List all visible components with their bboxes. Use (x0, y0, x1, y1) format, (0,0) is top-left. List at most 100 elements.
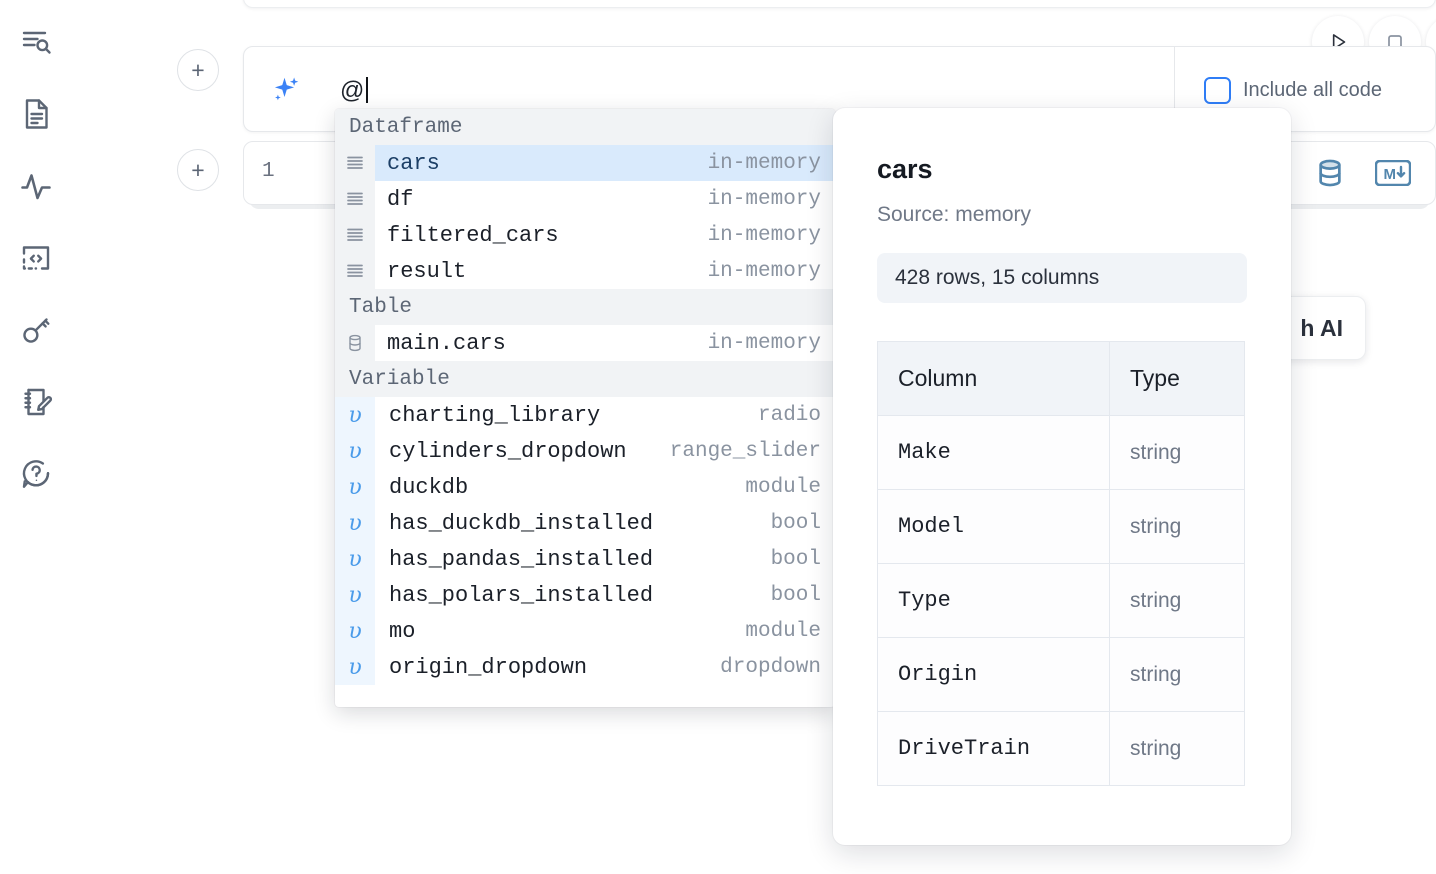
sidebar-item-scratchpad[interactable] (10, 376, 62, 428)
sidebar-item-snippets[interactable] (10, 232, 62, 284)
run-icon (1332, 34, 1346, 50)
preview-column-name: Origin (877, 637, 1110, 712)
preview-column-name: Make (877, 415, 1110, 490)
preview-stats-badge: 428 rows, 15 columns (877, 253, 1247, 303)
include-all-code-checkbox[interactable] (1204, 77, 1231, 104)
autocomplete-item-type: module (745, 619, 821, 643)
autocomplete-item[interactable]: υ has_pandas_installed bool (335, 541, 835, 577)
include-all-code-toggle[interactable]: Include all code (1204, 77, 1382, 104)
variable-icon: υ (348, 402, 362, 428)
svg-text:M: M (1384, 166, 1397, 183)
autocomplete-item-type: bool (770, 547, 821, 571)
include-all-code-label: Include all code (1243, 79, 1382, 101)
autocomplete-item-type: bool (770, 583, 821, 607)
prompt-divider (1174, 47, 1175, 133)
outline-search-icon (18, 24, 54, 60)
autocomplete-item[interactable]: υ duckdb module (335, 469, 835, 505)
dataframe-icon (335, 181, 375, 217)
autocomplete-item[interactable]: cars in-memory (335, 145, 835, 181)
ai-prompt-value: @ (340, 77, 365, 104)
autocomplete-item-label: mo (389, 618, 416, 644)
dataset-preview-panel: cars Source: memory 428 rows, 15 columns… (833, 108, 1291, 845)
preview-column-name: DriveTrain (877, 711, 1110, 786)
autocomplete-item-label: charting_library (389, 402, 601, 428)
preview-source: Source: memory (877, 203, 1032, 226)
autocomplete-item[interactable]: υ has_polars_installed bool (335, 577, 835, 613)
autocomplete-item[interactable]: υ mo module (335, 613, 835, 649)
document-icon (18, 96, 54, 132)
scratchpad-edit-icon (18, 384, 54, 420)
preview-column-type: string (1109, 563, 1245, 638)
variable-icon: υ (335, 397, 375, 433)
sidebar-item-activity[interactable] (10, 160, 62, 212)
autocomplete-group-header: Table (335, 289, 835, 325)
autocomplete-dropdown[interactable]: Dataframe cars in-memory df in-memory filtere… (335, 109, 835, 707)
autocomplete-item[interactable]: υ has_duckdb_installed bool (335, 505, 835, 541)
autocomplete-item[interactable]: df in-memory (335, 181, 835, 217)
autocomplete-item-type: in-memory (707, 151, 821, 175)
autocomplete-item-type: range_slider (669, 439, 821, 463)
autocomplete-item-type: radio (757, 403, 821, 427)
autocomplete-item-label: has_duckdb_installed (389, 510, 654, 536)
autocomplete-item-label: df (387, 186, 414, 212)
autocomplete-item-label: has_pandas_installed (389, 546, 654, 572)
cell-icon-group: M (1313, 156, 1412, 195)
variable-icon: υ (348, 654, 362, 680)
database-icon[interactable] (1313, 156, 1347, 195)
markdown-icon[interactable]: M (1374, 159, 1412, 191)
variable-icon: υ (348, 582, 362, 608)
autocomplete-item-label: cars (387, 150, 440, 176)
variable-icon: υ (348, 546, 362, 572)
autocomplete-item[interactable]: υ charting_library radio (335, 397, 835, 433)
key-icon (18, 312, 54, 348)
variable-icon: υ (348, 510, 362, 536)
table-db-icon (349, 334, 361, 352)
code-brackets-icon (18, 240, 54, 276)
autocomplete-item-label: has_polars_installed (389, 582, 654, 608)
help-chat-icon (18, 456, 54, 492)
preview-column-name: Type (877, 563, 1110, 638)
preview-column-type: string (1109, 415, 1245, 490)
variable-icon: υ (335, 505, 375, 541)
autocomplete-item-label: cylinders_dropdown (389, 438, 627, 464)
autocomplete-group-header: Dataframe (335, 109, 835, 145)
cell-above-clipped (243, 0, 1436, 8)
dataframe-icon (347, 228, 363, 241)
autocomplete-item-type: in-memory (707, 187, 821, 211)
autocomplete-item-type: in-memory (707, 259, 821, 283)
text-caret (365, 77, 368, 103)
autocomplete-item[interactable]: υ cylinders_dropdown range_slider (335, 433, 835, 469)
sidebar-item-notebook[interactable] (10, 88, 62, 140)
dataframe-icon (335, 253, 375, 289)
add-cell-button-bottom[interactable]: + (177, 149, 219, 191)
more-actions-button[interactable] (1426, 16, 1436, 68)
sidebar-item-help[interactable] (10, 448, 62, 500)
variable-icon: υ (335, 613, 375, 649)
dataframe-icon (335, 145, 375, 181)
preview-column-type: string (1109, 711, 1245, 786)
sparkle-ai-icon (268, 73, 304, 109)
autocomplete-item-type: dropdown (720, 655, 821, 679)
ai-prompt-input[interactable]: @ (340, 77, 368, 105)
variable-icon: υ (348, 474, 362, 500)
dataframe-icon (335, 217, 375, 253)
autocomplete-item-type: bool (770, 511, 821, 535)
variable-icon: υ (335, 433, 375, 469)
left-sidebar (0, 0, 72, 874)
autocomplete-group-header: Variable (335, 361, 835, 397)
variable-icon: υ (348, 438, 362, 464)
sidebar-item-outline[interactable] (10, 16, 62, 68)
preview-column-type: string (1109, 489, 1245, 564)
sidebar-item-secrets[interactable] (10, 304, 62, 356)
autocomplete-item-type: module (745, 475, 821, 499)
autocomplete-item-label: duckdb (389, 474, 469, 500)
variable-icon: υ (348, 618, 362, 644)
preview-table-header-cell: Type (1109, 341, 1245, 416)
add-cell-button-top[interactable]: + (177, 49, 219, 91)
